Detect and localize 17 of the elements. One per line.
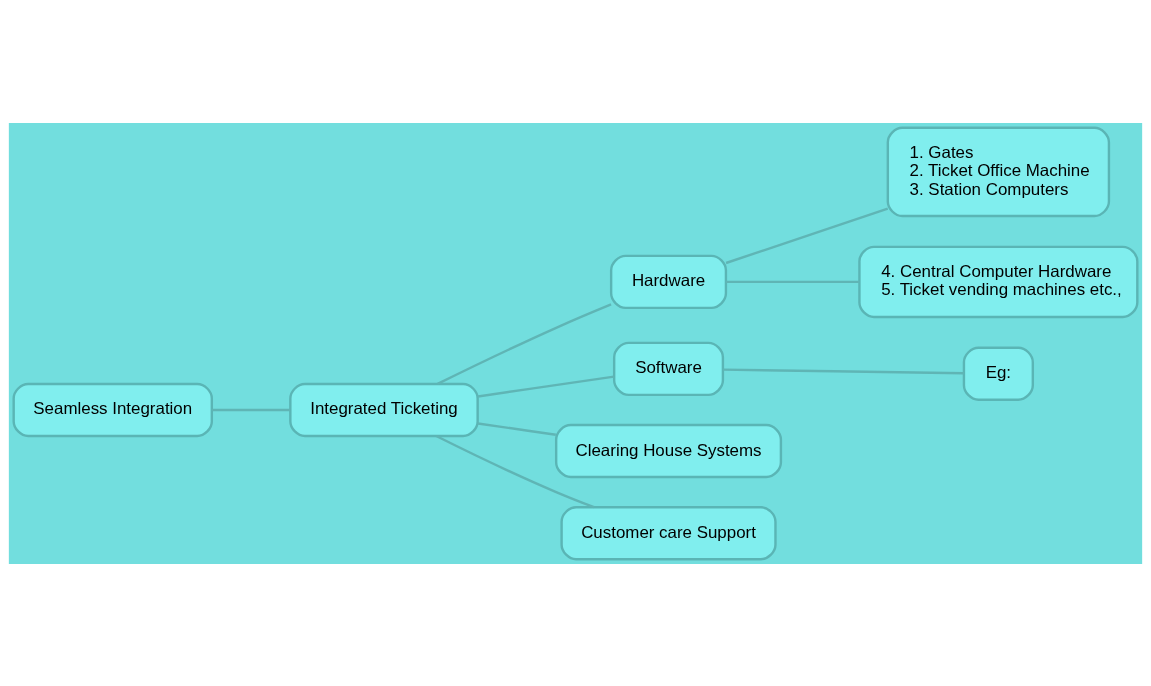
connector [723, 367, 964, 374]
connector [477, 421, 556, 436]
node-box: Integrated Ticketing [289, 382, 479, 437]
node-box: Seamless Integration [12, 382, 214, 437]
connector [725, 207, 889, 264]
connector [435, 434, 595, 508]
node-box: Hardware [609, 254, 728, 309]
node-box: Clearing House Systems [554, 423, 783, 478]
connector [726, 280, 860, 283]
node-box: Eg: [962, 346, 1034, 401]
node-box: 1. Gates 2. Ticket Office Machine 3. Station Computers [886, 126, 1111, 217]
node-box: 4. Central Computer Hardware 5. Ticket vending machines etc., [858, 245, 1139, 318]
connector [477, 374, 615, 398]
connector [437, 302, 612, 385]
node-box: Customer care Support [560, 505, 777, 560]
node-box: Software [612, 341, 725, 396]
connector [212, 408, 291, 411]
